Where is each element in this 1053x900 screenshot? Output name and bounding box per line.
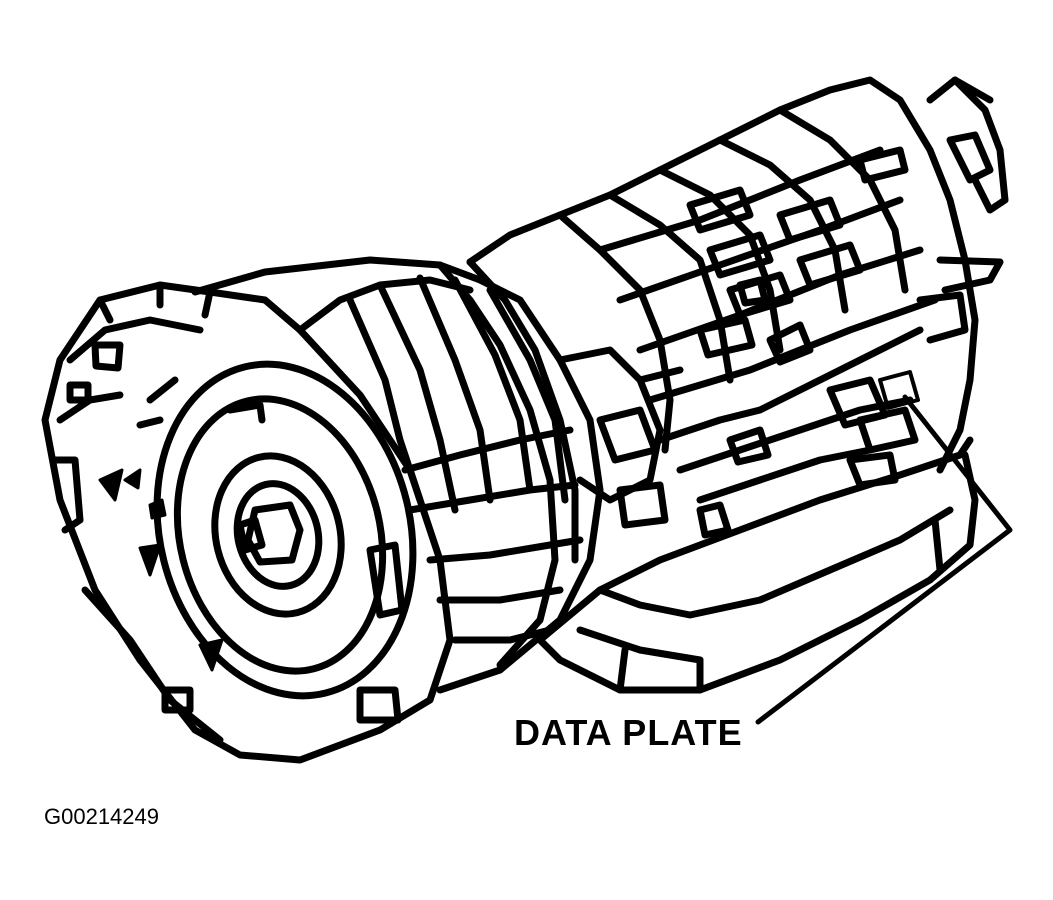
bell-housing: [41, 281, 454, 764]
housing-markings: [98, 468, 224, 672]
oil-pan: [536, 436, 979, 694]
torque-converter: [136, 360, 417, 700]
data-plate-label: DATA PLATE: [514, 712, 743, 753]
side-details: [556, 321, 924, 539]
extension-housing: [466, 76, 1009, 474]
data-plate-leader-line: [755, 394, 1013, 725]
data-plate-marker: [878, 370, 920, 410]
figure-id: G00214249: [44, 804, 159, 829]
